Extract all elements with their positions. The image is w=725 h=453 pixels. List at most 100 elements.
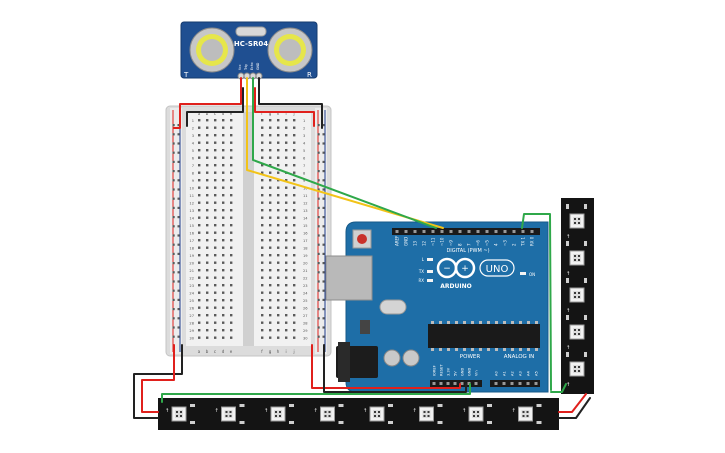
digital-pin[interactable] — [413, 230, 417, 233]
digital-pin[interactable] — [521, 230, 525, 233]
row-number: 5 — [303, 149, 305, 153]
column-letter: h — [277, 111, 280, 116]
analog-pin[interactable] — [518, 382, 522, 385]
led-pixel — [270, 406, 286, 422]
sensor-pin-label: GND — [256, 62, 260, 70]
wire-breadboard-vcc-link — [254, 87, 315, 127]
digital-pin-label: AREF — [395, 235, 400, 246]
digital-pin[interactable] — [458, 230, 462, 233]
digital-pin[interactable] — [395, 230, 399, 233]
usb-port — [325, 255, 373, 301]
column-letter: b — [206, 111, 209, 116]
digital-pin[interactable] — [485, 230, 489, 233]
row-number: 12 — [303, 202, 308, 206]
digital-pin[interactable] — [494, 230, 498, 233]
analog-pin[interactable] — [534, 382, 538, 385]
row-number: 27 — [189, 314, 194, 318]
column-letter: f — [261, 349, 263, 354]
digital-pin[interactable] — [476, 230, 480, 233]
digital-pin-label: 2 — [512, 243, 517, 246]
power-pin[interactable] — [474, 382, 478, 385]
power-pin-label: GND — [468, 368, 472, 376]
analog-pin[interactable] — [526, 382, 530, 385]
digital-pin-label: ~9 — [449, 240, 454, 246]
power-pin-label: GND — [461, 368, 465, 376]
digital-pin[interactable] — [440, 230, 444, 233]
crystal — [379, 299, 407, 315]
power-pin-label: 5V — [454, 371, 458, 376]
power-pin[interactable] — [467, 382, 471, 385]
led-l-label: L — [422, 257, 425, 262]
digital-pin[interactable] — [503, 230, 507, 233]
led-strip-vertical: ↑↑↑↑↑ — [561, 198, 594, 394]
digital-pin[interactable] — [530, 230, 534, 233]
led-pixel — [320, 406, 335, 422]
analog-pin[interactable] — [502, 382, 506, 385]
row-number: 16 — [189, 232, 194, 236]
row-number: 27 — [303, 314, 308, 318]
sensor-side-right: R — [307, 71, 312, 79]
led-pixel — [569, 361, 585, 377]
digital-pin-label: TX 1 — [521, 237, 526, 247]
reset-button-cap[interactable] — [357, 234, 367, 244]
power-pin-label: 3.3V — [447, 367, 451, 376]
row-number: 24 — [303, 292, 308, 296]
power-pin[interactable] — [439, 382, 443, 385]
digital-pin[interactable] — [467, 230, 471, 233]
digital-header-label: DIGITAL (PWM ~) — [446, 248, 489, 254]
digital-pin[interactable] — [422, 230, 426, 233]
column-letter: b — [206, 349, 209, 354]
row-number: 15 — [303, 224, 308, 228]
led-tx-label: TX — [418, 269, 424, 274]
wire-digital-to-strip — [521, 213, 552, 391]
row-number: 9 — [303, 179, 306, 183]
digital-pin-label: 13 — [413, 240, 418, 246]
row-number: 10 — [189, 187, 194, 191]
row-number: 8 — [303, 172, 306, 176]
capacitor-1 — [383, 349, 401, 367]
row-number: 14 — [189, 217, 194, 221]
power-pins — [432, 382, 478, 385]
row-number: 30 — [303, 337, 308, 341]
digital-pin[interactable] — [404, 230, 408, 233]
digital-pin[interactable] — [449, 230, 453, 233]
digital-pin-label: 7 — [467, 243, 472, 246]
chip-pins — [431, 321, 538, 351]
power-pin[interactable] — [432, 382, 436, 385]
column-letter: e — [230, 111, 233, 116]
row-number: 14 — [303, 217, 308, 221]
digital-pin[interactable] — [431, 230, 435, 233]
row-number: 29 — [303, 329, 308, 333]
digital-pin-label: ~6 — [476, 240, 481, 246]
analog-pin[interactable] — [510, 382, 514, 385]
svg-text:↑: ↑ — [215, 408, 219, 414]
wire-gnd — [323, 344, 467, 393]
sensor-pin-label: Trig — [244, 64, 248, 71]
model-label: UNO — [486, 264, 509, 275]
column-letter: e — [230, 349, 233, 354]
power-pin[interactable] — [460, 382, 464, 385]
wire-trig-yellow — [246, 77, 444, 229]
wire-5v — [311, 344, 461, 389]
power-pin[interactable] — [446, 382, 450, 385]
column-letter: g — [269, 111, 272, 116]
analog-pin-label: A5 — [535, 371, 539, 376]
column-letter: i — [285, 111, 286, 116]
receiver-transducer — [267, 27, 313, 73]
column-letter: g — [269, 349, 272, 354]
svg-text:−: − — [443, 264, 451, 274]
column-letter: c — [214, 349, 216, 354]
uno-badge — [479, 259, 515, 277]
analog-pin[interactable] — [494, 382, 498, 385]
digital-header — [392, 228, 540, 235]
led-pixel — [171, 406, 187, 422]
column-letter: d — [222, 111, 225, 116]
analog-pin-label: A2 — [511, 371, 515, 376]
led-pixel — [569, 250, 585, 266]
power-pin[interactable] — [453, 382, 457, 385]
digital-pin[interactable] — [512, 230, 516, 233]
